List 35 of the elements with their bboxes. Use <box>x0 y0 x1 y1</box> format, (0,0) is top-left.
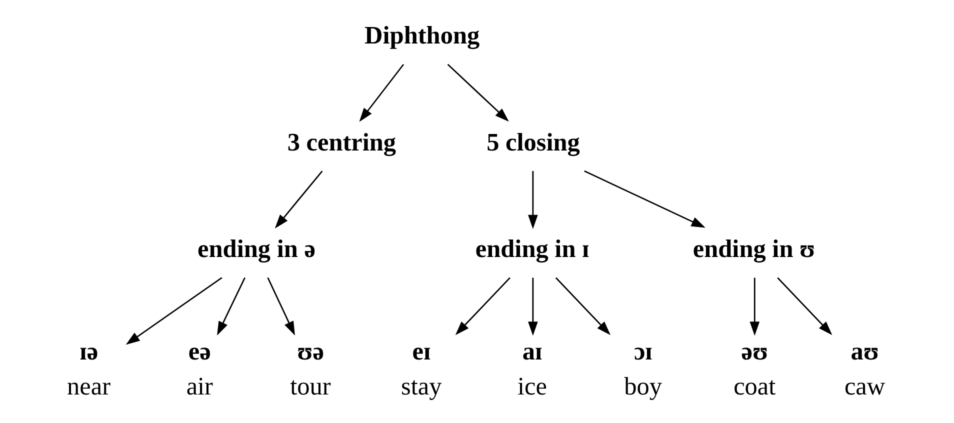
arrow <box>528 278 538 336</box>
node-label: coat <box>733 372 776 400</box>
node-text: ending in ʊ <box>692 234 815 263</box>
node-label: tour <box>290 372 330 400</box>
arrow <box>776 277 832 336</box>
node-text: 5 closing <box>486 128 580 156</box>
node-label: boy <box>624 372 662 400</box>
node-label: air <box>186 372 212 400</box>
node-text: Diphthong <box>364 22 480 50</box>
node-label: ice <box>516 372 546 400</box>
arrow <box>446 64 508 122</box>
arrow <box>749 278 760 336</box>
node-text: eə <box>188 337 210 366</box>
node-text: ʊə <box>296 337 324 366</box>
node-text: 3 centring <box>286 128 396 156</box>
node-text: aʊ <box>850 337 878 366</box>
node-label: stay <box>400 372 442 400</box>
arrow <box>554 277 610 336</box>
node-text: ending in ɪ <box>474 234 589 263</box>
node-text: ɪə <box>79 337 98 366</box>
arrow <box>454 277 510 336</box>
node-text: ending in ə <box>197 234 315 263</box>
arrow <box>125 277 222 345</box>
node-text: eɪ <box>412 337 430 366</box>
arrow <box>216 277 245 336</box>
node-label: near <box>66 372 110 400</box>
node-text: əʊ <box>740 337 768 366</box>
arrow <box>584 170 705 228</box>
node-text: ɔɪ <box>633 337 652 366</box>
arrow <box>266 277 294 336</box>
arrow <box>358 64 404 122</box>
arrow <box>528 171 538 229</box>
arrow <box>274 170 322 228</box>
node-text: aɪ <box>522 337 542 366</box>
node-label: caw <box>844 372 885 400</box>
